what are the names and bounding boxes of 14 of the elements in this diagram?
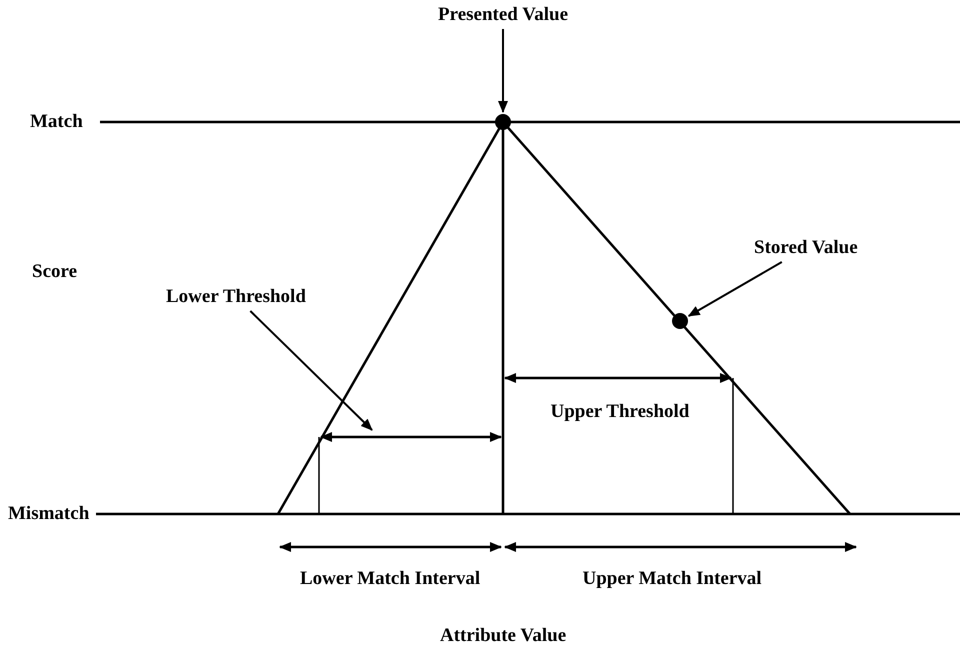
axis-label: Upper Match Interval (582, 568, 762, 590)
leader-line (250, 310, 373, 431)
leader-line (688, 261, 782, 317)
callout-label: Presented Value (438, 4, 568, 26)
callout-label: Stored Value (754, 237, 858, 259)
axis-label: Attribute Value (440, 625, 566, 645)
axis-label: Match (30, 111, 83, 133)
data-point (672, 313, 688, 329)
axis-label: Lower Match Interval (300, 568, 480, 590)
leader-line (498, 29, 508, 113)
axis-label: Score (32, 261, 78, 283)
data-point (495, 114, 511, 130)
axis-label: Upper Threshold (550, 401, 690, 423)
callout-label: Lower Threshold (166, 286, 306, 308)
